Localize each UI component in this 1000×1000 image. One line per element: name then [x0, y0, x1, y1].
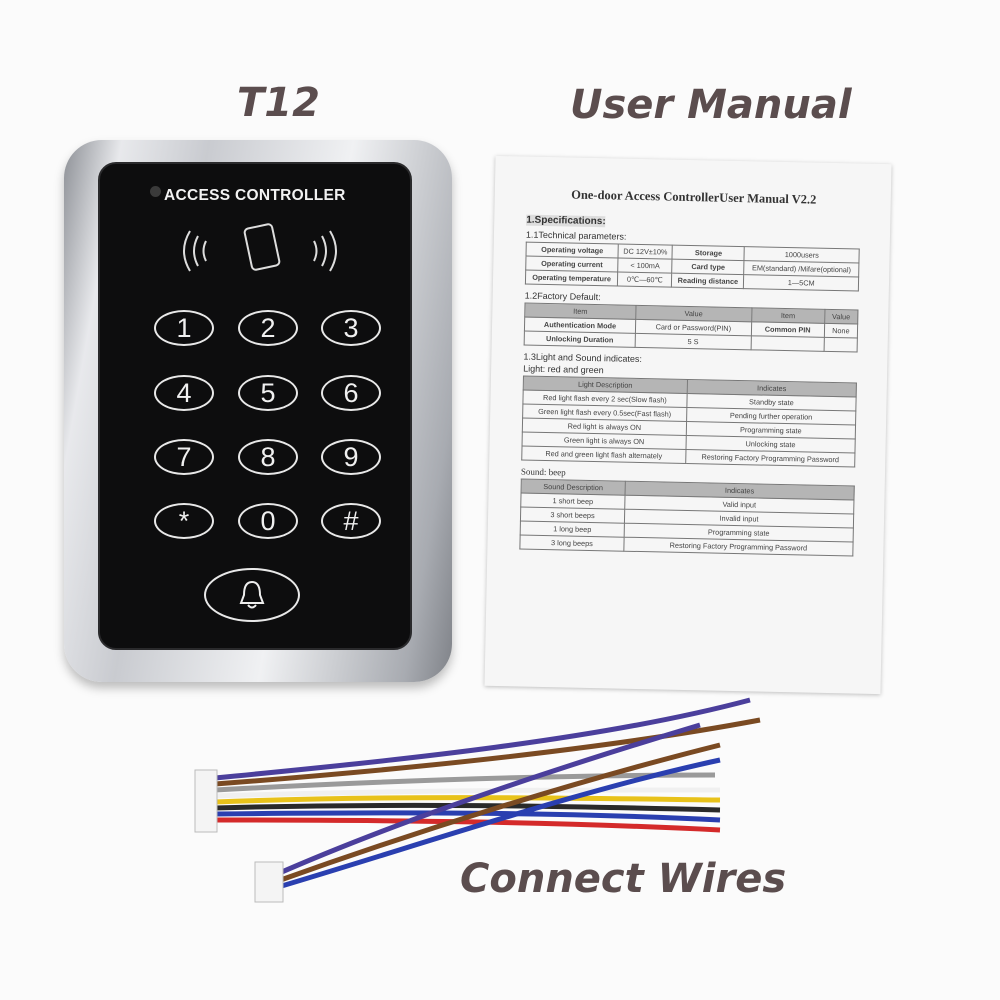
wire-connector	[194, 769, 218, 833]
key-9[interactable]: 9	[321, 439, 381, 475]
key-5[interactable]: 5	[238, 375, 298, 411]
device-title: ACCESS CONTROLLER	[164, 187, 346, 204]
product-model-label: T12	[237, 80, 320, 126]
key-7[interactable]: 7	[154, 439, 214, 475]
wire	[214, 787, 721, 799]
wire-connector	[254, 861, 284, 903]
wire	[274, 742, 721, 885]
wire	[214, 717, 761, 787]
key-8[interactable]: 8	[238, 439, 298, 475]
bell-icon	[239, 580, 265, 609]
wire	[214, 697, 751, 781]
wire	[214, 817, 721, 833]
key-3[interactable]: 3	[321, 310, 381, 346]
key-2[interactable]: 2	[238, 310, 298, 346]
key-0[interactable]: 0	[238, 503, 298, 539]
wire	[274, 757, 721, 891]
status-led	[150, 186, 161, 197]
wire	[273, 722, 701, 878]
wire	[214, 802, 721, 813]
connect-wires-label: Connect Wires	[460, 856, 787, 902]
key-hash[interactable]: #	[321, 503, 381, 539]
user-manual-label: User Manual	[570, 82, 852, 128]
key-4[interactable]: 4	[154, 375, 214, 411]
rfid-card-icon	[183, 223, 337, 272]
key-1[interactable]: 1	[154, 310, 214, 346]
key-6[interactable]: 6	[321, 375, 381, 411]
key-star[interactable]: *	[154, 503, 214, 539]
doorbell-button[interactable]	[204, 568, 300, 622]
